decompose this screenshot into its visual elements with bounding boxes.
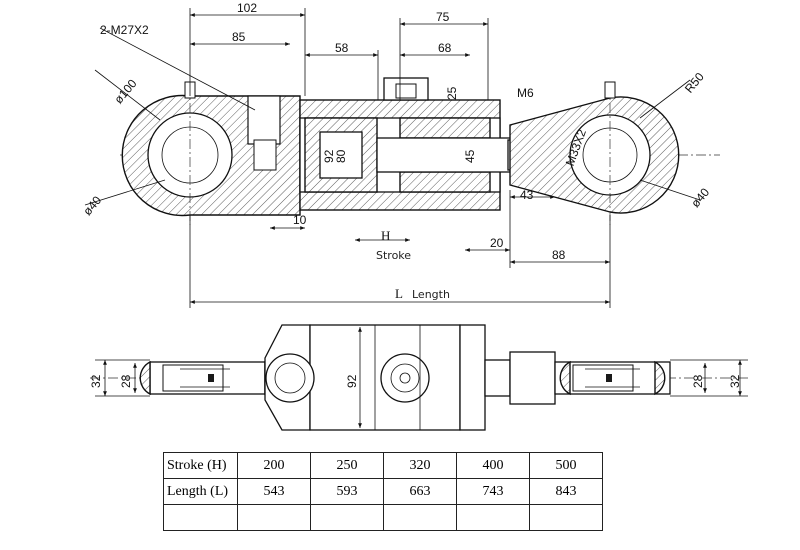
dim-port-thread: 2-M27X2: [100, 23, 149, 37]
length-symbol: (L): [210, 483, 229, 499]
dim-dia40-left: ø40: [80, 193, 104, 218]
side-view: 32 28 92 28 32: [89, 324, 750, 431]
table-cell: 250: [310, 452, 384, 479]
table-cell: 500: [529, 452, 603, 479]
side-left-eye: [139, 360, 276, 396]
spec-table: Stroke (H) 200 250 320 400 500 Length (L…: [163, 452, 603, 531]
table-cell: 543: [237, 478, 311, 505]
side-right-eye: [559, 360, 666, 396]
left-clevis-eye: [121, 81, 301, 225]
dim-10: 10: [293, 213, 307, 227]
side-dim-28-left: 28: [119, 374, 133, 388]
dim-dia40-right: ø40: [688, 185, 712, 210]
dim-r50: R50: [682, 70, 707, 96]
stroke-symbol: (H): [207, 457, 227, 473]
dim-85: 85: [232, 30, 246, 44]
table-cell: 843: [529, 478, 603, 505]
dim-75: 75: [436, 10, 450, 24]
row-label-length: Length (L): [163, 478, 238, 505]
table-row-empty: [163, 504, 603, 531]
dim-92: 92: [322, 149, 336, 163]
table-cell: 200: [237, 452, 311, 479]
table-cell: 320: [383, 452, 457, 479]
right-rod-eye: [509, 81, 680, 225]
side-dim-32-left: 32: [89, 374, 103, 388]
cylinder-barrel: [299, 77, 501, 211]
dim-80: 80: [334, 149, 348, 163]
stroke-h-label: H: [381, 228, 390, 243]
table-cell-empty: [529, 504, 603, 531]
table-cell: 743: [456, 478, 530, 505]
dim-68: 68: [438, 41, 452, 55]
table-row-stroke: Stroke (H) 200 250 320 400 500: [163, 452, 603, 479]
table-cell-empty: [310, 504, 384, 531]
length-l-label: L: [395, 286, 403, 301]
stroke-label: Stroke: [167, 457, 204, 473]
table-cell: 663: [383, 478, 457, 505]
table-row-length: Length (L) 543 593 663 743 843: [163, 478, 603, 505]
side-dim-32-right: 32: [728, 374, 742, 388]
side-dim-92: 92: [345, 374, 359, 388]
table-cell-empty: [383, 504, 457, 531]
dim-20: 20: [490, 236, 504, 250]
dim-102: 102: [237, 1, 257, 15]
table-cell: 400: [456, 452, 530, 479]
dim-43: 43: [520, 188, 534, 202]
stroke-word-label: Stroke: [376, 249, 411, 262]
side-dim-28-right: 28: [691, 374, 705, 388]
dim-25: 25: [445, 86, 459, 100]
row-label-stroke: Stroke (H): [163, 452, 238, 479]
length-word-label: Length: [412, 288, 450, 301]
dim-dia100: ø100: [111, 76, 140, 106]
table-cell-empty: [163, 504, 238, 531]
dimension-lines: [84, 8, 701, 308]
table-cell-empty: [456, 504, 530, 531]
table-cell: 593: [310, 478, 384, 505]
dim-88: 88: [552, 248, 566, 262]
dim-45: 45: [463, 149, 477, 163]
sectional-view: 102 85 75 68 58 25 92 80 45 10 20 43 88 …: [80, 1, 720, 308]
dim-m6: M6: [517, 86, 534, 100]
dim-58: 58: [335, 41, 349, 55]
side-cylinder-body: [264, 324, 486, 431]
length-label: Length: [167, 483, 207, 499]
table-cell-empty: [237, 504, 311, 531]
